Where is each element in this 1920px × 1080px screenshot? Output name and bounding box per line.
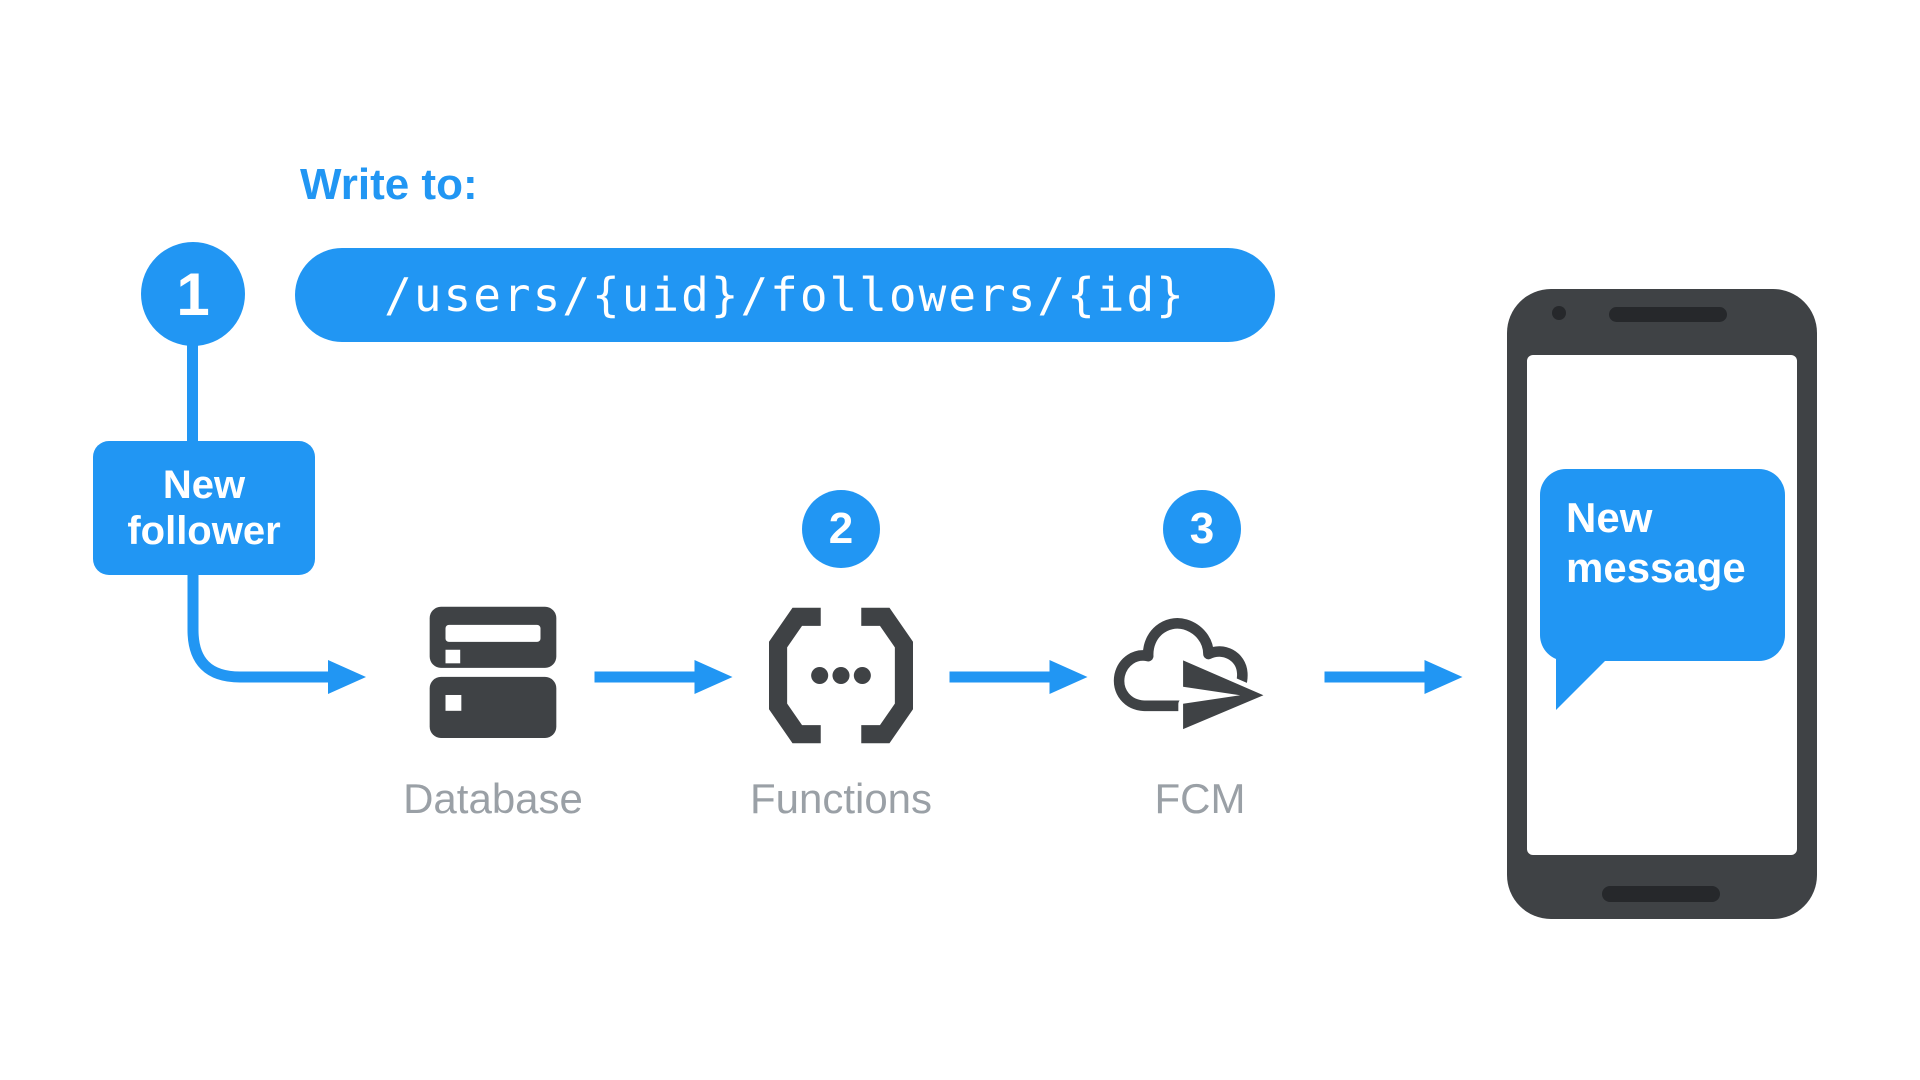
step-3-number: 3 (1189, 504, 1215, 553)
database-path-code: /users/{uid}/followers/{id} (384, 268, 1186, 322)
chat-bubble: New message (1540, 469, 1785, 661)
new-follower-box: New follower (93, 441, 315, 575)
step-3-badge: 3 (1163, 490, 1241, 568)
step1-connector-line (187, 344, 198, 444)
functions-icon (769, 607, 913, 744)
phone-home-slot (1602, 886, 1720, 902)
phone-camera-dot (1552, 306, 1566, 320)
fcm-icon (1113, 618, 1269, 734)
write-to-label: Write to: (300, 160, 478, 209)
arrow-database-to-functions (594, 660, 733, 694)
phone-speaker-slot (1609, 307, 1727, 322)
step-2-badge: 2 (802, 490, 880, 568)
database-icon (429, 606, 557, 738)
arrow-functions-to-fcm (949, 660, 1088, 694)
chat-bubble-tail (1556, 656, 1610, 710)
elbow-arrow (187, 572, 366, 694)
step-2-number: 2 (828, 504, 854, 553)
database-label: Database (403, 775, 583, 822)
step-1-badge: 1 (141, 242, 245, 346)
new-follower-label: New follower (127, 463, 281, 553)
new-message-label: New message (1566, 494, 1746, 591)
fcm-label: FCM (1154, 775, 1246, 822)
arrow-fcm-to-phone (1324, 660, 1463, 694)
step-1-number: 1 (176, 260, 210, 328)
database-path-pill: /users/{uid}/followers/{id} (295, 248, 1275, 342)
functions-label: Functions (749, 775, 933, 822)
